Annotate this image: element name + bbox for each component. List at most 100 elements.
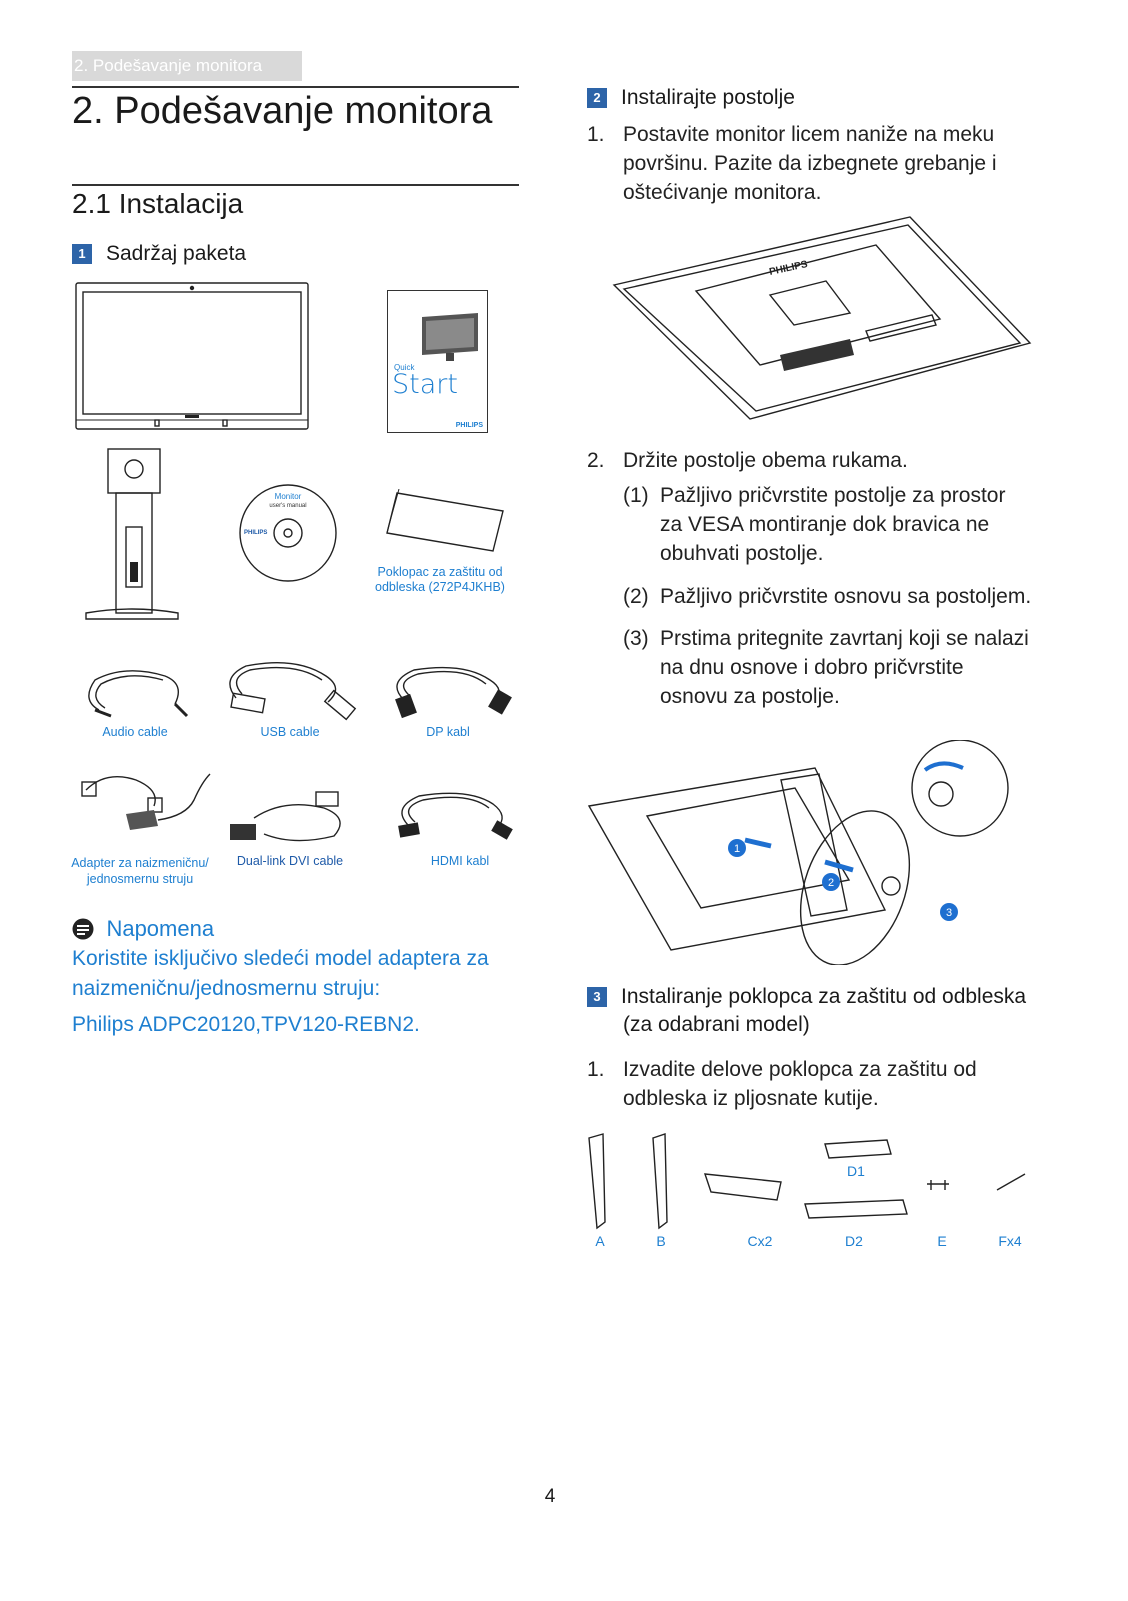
step-1-heading: 1 Sadržaj paketa	[72, 242, 246, 266]
monitor-back-illustration: PHILIPS	[612, 216, 1032, 420]
note-heading: Napomena	[72, 916, 214, 942]
sub-1-line-1: Pažljivo pričvrstite postolje za prostor	[660, 484, 1006, 507]
sub-1-line-2: za VESA montiranje dok bravica ne	[660, 513, 990, 536]
usb-cable-illustration	[229, 662, 357, 721]
glare-caption-line-2: odbleska (272P4JKHB)	[375, 580, 505, 594]
monitor-front-illustration	[75, 282, 309, 430]
dp-cable-illustration	[395, 666, 512, 719]
adapter-caption-line-1: Adapter za naizmeničnu/	[71, 856, 209, 870]
part-d2-label: D2	[845, 1233, 863, 1249]
dvi-cable-caption: Dual-link DVI cable	[236, 854, 344, 868]
step-3-item-1-line-2: odbleska iz pljosnate kutije.	[623, 1087, 879, 1110]
step-3-heading: 3 Instaliranje poklopca za zaštitu od odb…	[587, 985, 1057, 1037]
part-e	[927, 1180, 949, 1190]
glare-cover-parts-illustration	[588, 1133, 1026, 1230]
usb-cable-caption: USB cable	[260, 725, 320, 739]
hdmi-cable-caption: HDMI kabl	[430, 854, 490, 868]
page-number: 4	[544, 1486, 556, 1507]
step-2-heading: 2 Instalirajte postolje	[587, 86, 795, 110]
sub-3-number: (3)	[623, 627, 649, 650]
section-rule	[72, 184, 519, 186]
callout-2: 2	[822, 873, 840, 891]
note-line-2: naizmeničnu/jednosmernu struju:	[72, 977, 381, 1000]
dvi-cable-illustration	[230, 791, 341, 842]
step-2-sub-1: (1) Pažljivo pričvrstite postolje za pro…	[623, 481, 1043, 568]
cd-philips-logo: PHILIPS	[244, 530, 267, 536]
svg-text:1: 1	[734, 843, 740, 855]
part-d1-label: D1	[847, 1163, 865, 1179]
step-3-label-line-1: Instaliranje poklopca za zaštitu od odbl…	[621, 985, 1027, 1009]
step-2-item-1: 1. Postavite monitor licem naniže na mek…	[587, 120, 1057, 207]
step-3-item-1-line-1: Izvadite delove poklopca za zaštitu od	[623, 1058, 977, 1081]
part-d1	[824, 1139, 892, 1159]
adapter-caption-line-2: jednosmernu struju	[86, 872, 194, 886]
booklet-start-text: Start	[392, 369, 458, 400]
svg-text:3: 3	[946, 907, 952, 919]
step-2-sub-3: (3) Prstima pritegnite zavrtanj koji se …	[623, 624, 1043, 711]
step-2-item-2-text: Držite postolje obema rukama.	[623, 449, 908, 472]
stand-illustration	[85, 448, 179, 620]
part-f	[996, 1173, 1026, 1191]
part-a	[588, 1133, 606, 1230]
part-b-label: B	[656, 1233, 666, 1249]
part-e-label: E	[937, 1233, 947, 1249]
note-line-1: Koristite isključivo sledeći model adapt…	[72, 947, 489, 970]
dp-cable-caption: DP kabl	[426, 725, 470, 739]
note-line-3: Philips ADPC20120,TPV120-REBN2.	[72, 1013, 420, 1036]
audio-cable-illustration	[88, 670, 189, 718]
sub-3-line-3: osnovu za postolje.	[660, 685, 840, 708]
step-2-item-2-number: 2.	[587, 449, 605, 472]
step-1-label: Sadržaj paketa	[106, 242, 247, 266]
glare-cover-caption: Poklopac za zaštitu od odbleska (272P4JK…	[372, 565, 508, 595]
step-2-item-1-number: 1.	[587, 123, 605, 146]
part-b	[652, 1133, 668, 1230]
part-d2	[804, 1199, 908, 1219]
running-header: 2. Podešavanje monitora	[72, 51, 302, 81]
glare-cover-box-illustration	[386, 489, 504, 552]
back-philips-logo: PHILIPS	[768, 259, 809, 278]
audio-cable-caption: Audio cable	[102, 725, 168, 739]
part-c-label: Cx2	[747, 1233, 773, 1249]
step-2-item-1-line-3: oštećivanje monitora.	[623, 181, 822, 204]
svg-text:2: 2	[828, 877, 834, 889]
step-2-label: Instalirajte postolje	[621, 86, 795, 110]
booklet-monitor-picture	[422, 313, 478, 361]
booklet-quick-text: Quick	[394, 363, 415, 372]
sub-2-text: Pažljivo pričvrstite osnovu sa postoljem…	[660, 585, 1032, 608]
part-c	[703, 1173, 782, 1201]
cd-title: Monitor	[275, 492, 302, 501]
page-title: 2. Podešavanje monitora	[72, 90, 493, 132]
note-title: Napomena	[106, 916, 215, 941]
sub-3-line-2: na dnu osnove i dobro pričvrstite	[660, 656, 964, 679]
step-3-item-1-number: 1.	[587, 1058, 605, 1081]
sub-1-number: (1)	[623, 484, 649, 507]
quick-start-booklet: Quick Start PHILIPS	[387, 290, 488, 433]
rotate-arrow	[923, 761, 964, 772]
sub-3-line-1: Prstima pritegnite zavrtanj koji se nala…	[660, 627, 1029, 650]
note-icon	[72, 918, 94, 940]
power-adapter-caption: Adapter za naizmeničnu/ jednosmernu stru…	[68, 855, 212, 887]
glare-caption-line-1: Poklopac za zaštitu od	[377, 565, 503, 579]
step-2-sub-2: (2) Pažljivo pričvrstite osnovu sa posto…	[623, 582, 1053, 611]
cd-subtitle: user's manual	[269, 503, 306, 509]
hdmi-cable-illustration	[398, 792, 513, 840]
header-rule	[72, 86, 519, 88]
step-3-item-1: 1. Izvadite delove poklopca za zaštitu o…	[587, 1055, 1057, 1113]
section-title: 2.1 Instalacija	[72, 188, 244, 219]
sub-1-line-3: obuhvati postolje.	[660, 542, 824, 565]
step-2-item-2: 2. Držite postolje obema rukama.	[587, 446, 1057, 475]
step-3-number: 3	[587, 987, 607, 1008]
callout-1: 1	[728, 839, 746, 857]
callout-3: 3	[940, 903, 958, 921]
part-a-label: A	[595, 1233, 605, 1249]
sub-2-number: (2)	[623, 585, 649, 608]
step-2-number: 2	[587, 88, 607, 109]
booklet-philips-logo: PHILIPS	[455, 422, 483, 429]
part-f-label: Fx4	[998, 1233, 1022, 1249]
power-adapter-illustration	[81, 773, 211, 830]
step-2-item-1-line-1: Postavite monitor licem naniže na meku	[623, 123, 995, 146]
step-1-number: 1	[72, 244, 92, 265]
note-text: Koristite isključivo sledeći model adapt…	[72, 944, 489, 1040]
stand-assembly-illustration: 1 2 3	[587, 740, 1009, 965]
step-3-label-line-2: (za odabrani model)	[623, 1013, 810, 1037]
